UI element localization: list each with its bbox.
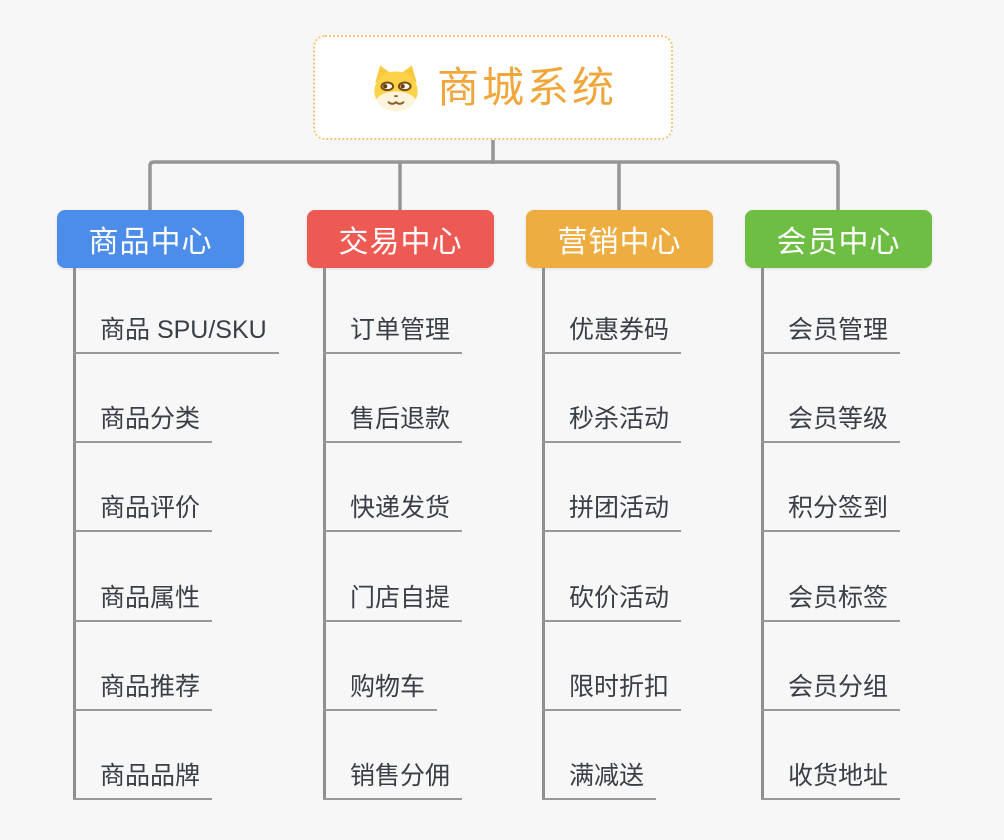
leaf-node[interactable]: 会员标签 [761,581,901,622]
leaf-node[interactable]: 门店自提 [323,581,463,622]
leaf-node[interactable]: 会员等级 [761,402,901,443]
root-node[interactable]: 商城系统 [313,35,673,140]
branch-trunk-line [323,268,326,800]
leaf-node[interactable]: 商品属性 [73,581,213,622]
leaf-node[interactable]: 商品品牌 [73,759,213,800]
branch-leaf-list: 会员管理会员等级积分签到会员标签会员分组收货地址 [745,268,985,808]
leaf-node[interactable]: 砍价活动 [542,581,682,622]
root-title: 商城系统 [436,63,617,111]
branch-leaf-list: 优惠券码秒杀活动拼团活动砍价活动限时折扣满减送 [526,268,766,808]
leaf-node[interactable]: 商品分类 [73,402,213,443]
leaf-node[interactable]: 会员分组 [761,670,901,711]
leaf-node[interactable]: 满减送 [542,759,657,800]
branch-leaf-list: 订单管理售后退款快递发货门店自提购物车销售分佣 [307,268,547,808]
branch-trunk-line [542,268,545,800]
leaf-node[interactable]: 订单管理 [323,313,463,354]
leaf-node[interactable]: 会员管理 [761,313,901,354]
leaf-node[interactable]: 销售分佣 [323,759,463,800]
branch-column-trade: 交易中心订单管理售后退款快递发货门店自提购物车销售分佣 [307,210,547,808]
leaf-node[interactable]: 收货地址 [761,759,901,800]
leaf-node[interactable]: 商品评价 [73,491,213,532]
branch-trunk-line [73,268,76,800]
leaf-node[interactable]: 优惠券码 [542,313,682,354]
branch-label: 营销中心 [557,226,682,259]
leaf-node[interactable]: 快递发货 [323,491,463,532]
branch-trunk-line [761,268,764,800]
branch-leaf-list: 商品 SPU/SKU 商品分类商品评价商品属性商品推荐商品品牌 [57,268,297,808]
branch-node[interactable]: 营销中心 [526,210,713,268]
leaf-node[interactable]: 秒杀活动 [542,402,682,443]
leaf-node[interactable]: 拼团活动 [542,491,682,532]
leaf-node[interactable]: 售后退款 [323,402,463,443]
leaf-node[interactable]: 积分签到 [761,491,901,532]
branch-node[interactable]: 商品中心 [57,210,244,268]
leaf-node[interactable]: 商品推荐 [73,670,213,711]
branch-column-marketing: 营销中心优惠券码秒杀活动拼团活动砍价活动限时折扣满减送 [526,210,766,808]
leaf-node[interactable]: 购物车 [323,670,438,711]
branch-label: 会员中心 [776,226,901,259]
shiba-dog-icon [374,65,418,111]
branch-label: 交易中心 [338,226,463,259]
leaf-node[interactable]: 限时折扣 [542,670,682,711]
leaf-node[interactable]: 商品 SPU/SKU [73,313,279,354]
branch-column-products: 商品中心商品 SPU/SKU 商品分类商品评价商品属性商品推荐商品品牌 [57,210,297,808]
branch-node[interactable]: 会员中心 [745,210,932,268]
branch-column-members: 会员中心会员管理会员等级积分签到会员标签会员分组收货地址 [745,210,985,808]
branch-node[interactable]: 交易中心 [307,210,494,268]
branch-label: 商品中心 [88,226,213,259]
